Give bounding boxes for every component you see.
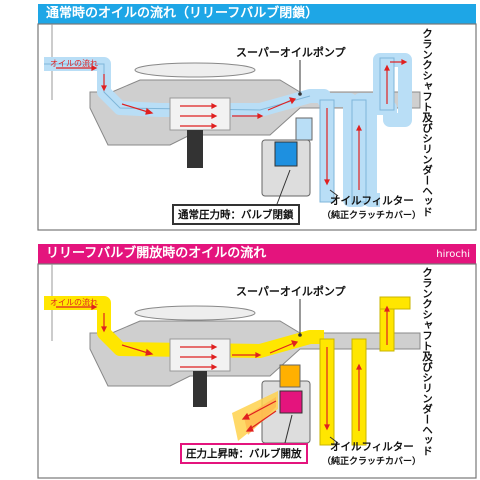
crankshaft-label: クランクシャフト及びシリンダーヘッド <box>421 28 433 217</box>
filter-label: オイルフィルター <box>330 195 414 207</box>
panel-title-text: リリーフバルブ開放時のオイルの流れ <box>46 246 267 261</box>
watermark: hirochi <box>436 249 470 260</box>
filter-sub-label: （純正クラッチカバー） <box>322 211 422 221</box>
crankshaft-label: クランクシャフト及びシリンダーヘッド <box>421 267 433 456</box>
filter-label: オイルフィルター <box>330 441 414 453</box>
panel-title: リリーフバルブ開放時のオイルの流れ <box>38 244 476 264</box>
relief-open-panel: リリーフバルブ開放時のオイルの流れ hirochi <box>0 241 480 480</box>
flow-direction-label: オイルの流れ <box>50 59 98 68</box>
filter-sub-label: （純正クラッチカバー） <box>322 457 422 467</box>
status-label: 通常圧力時：バルブ閉鎖 <box>172 204 300 225</box>
oil-flow-diagram <box>37 263 477 479</box>
panel-title: 通常時のオイルの流れ（リリーフバルブ閉鎖） <box>38 4 476 24</box>
pump-label: スーパーオイルポンプ <box>233 283 349 299</box>
pump-label: スーパーオイルポンプ <box>233 44 349 60</box>
normal-flow-panel: 通常時のオイルの流れ（リリーフバルブ閉鎖） <box>0 0 480 232</box>
status-label: 圧力上昇時：バルブ開放 <box>180 443 308 464</box>
flow-direction-label: オイルの流れ <box>50 298 98 307</box>
oil-flow-path <box>44 296 324 358</box>
